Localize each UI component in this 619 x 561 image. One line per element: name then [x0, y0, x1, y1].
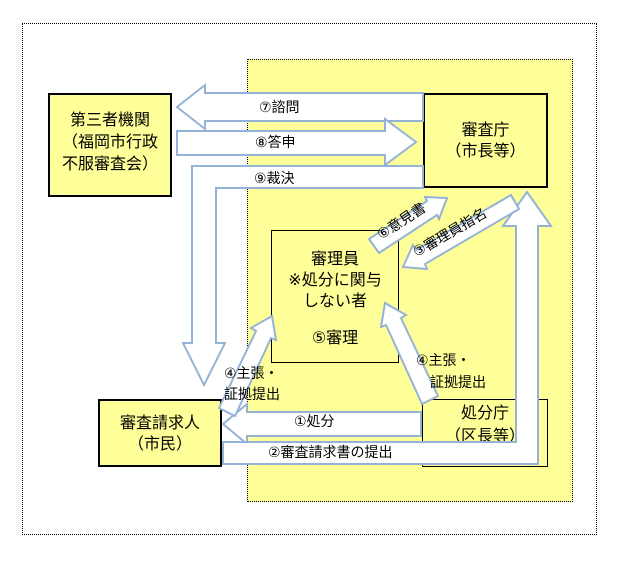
third-party-box: 第三者機関 （福岡市行政 不服審査会） [48, 93, 172, 197]
appellant-line2: （市民） [127, 434, 192, 453]
claim-left-line1: ④主張・ [224, 366, 279, 382]
appellant-line1: 審査請求人 [119, 413, 200, 432]
review-agency-box: 審査庁 （市長等） [423, 93, 548, 188]
review-agency-line2: （市長等） [445, 141, 526, 160]
consultation-label: ⑦諮問 [259, 100, 300, 116]
request-submission-label: ②審査請求書の提出 [268, 445, 393, 461]
appellant-box: 審査請求人 （市民） [98, 399, 222, 467]
claim-left-line2: 証拠提出 [224, 387, 280, 403]
third-party-line2: （福岡市行政 [61, 132, 158, 151]
report-label: ⑧答申 [255, 135, 296, 151]
claim-evidence-label-left: ④主張・ 証拠提出 [224, 364, 280, 406]
disposition-agency-box: 処分庁 （区長等） [422, 399, 548, 467]
outer-dotted-border [22, 23, 597, 535]
claim-right-line1: ④主張・ [416, 353, 471, 369]
review-agency-line1: 審査庁 [461, 120, 510, 139]
third-party-line3: 不服審査会） [61, 154, 158, 173]
examiner-box: 審理員 ※処分に関与 しない者 ⑤審理 [271, 230, 399, 363]
claim-evidence-label-right: ④主張・ 証拠提出 [416, 350, 486, 394]
ruling-label: ⑨裁決 [254, 171, 295, 187]
disposition-label: ①処分 [294, 414, 335, 430]
examination-step-label: ⑤審理 [311, 328, 359, 347]
examiner-line3: しない者 [302, 291, 367, 310]
third-party-line1: 第三者機関 [69, 110, 150, 129]
examiner-line1: 審理員 [310, 249, 359, 268]
examiner-line2: ※処分に関与 [288, 270, 382, 289]
disposition-agency-line1: 処分庁 [460, 403, 509, 422]
claim-right-line2: 証拠提出 [430, 375, 486, 391]
disposition-agency-line2: （区長等） [444, 426, 525, 445]
